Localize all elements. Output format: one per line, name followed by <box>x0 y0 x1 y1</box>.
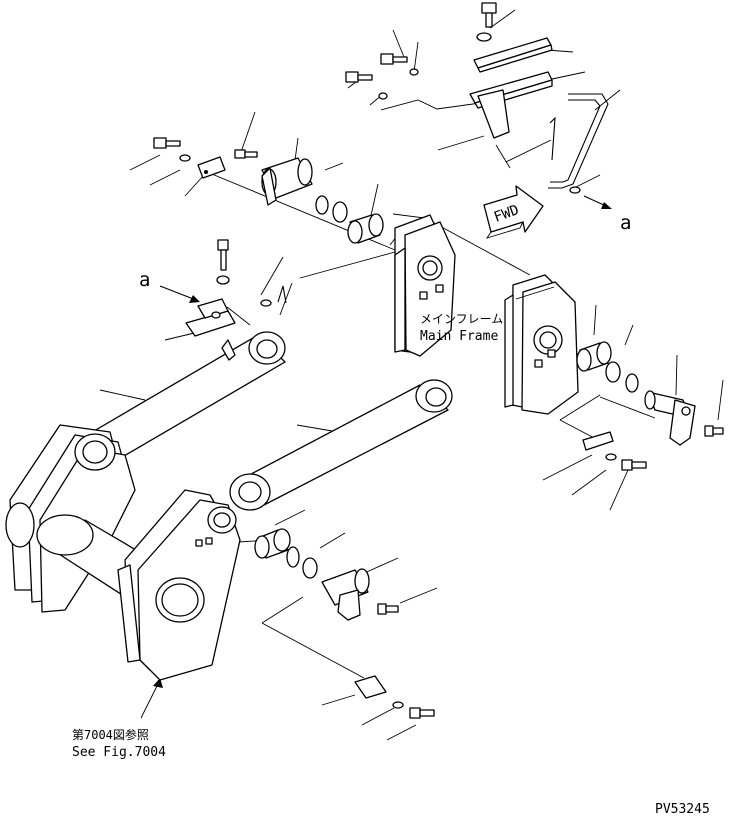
shim-icon <box>315 195 329 215</box>
bolt-icon <box>217 239 229 271</box>
upper-link-arm <box>81 331 286 464</box>
detail-arrow-label-right: a <box>620 212 632 234</box>
bolt-icon <box>380 53 408 65</box>
lower-pin-group <box>254 528 435 719</box>
washer-icon <box>476 32 492 42</box>
main-frame-label-en: Main Frame <box>420 329 499 344</box>
figure-reference-en: See Fig.7004 <box>72 745 166 760</box>
right-pin-group <box>576 341 724 471</box>
pin <box>261 157 313 206</box>
bolt-icon <box>409 707 435 719</box>
figure-code: PV53245 <box>655 802 710 817</box>
bolt-icon <box>345 71 373 83</box>
fwd-arrow <box>483 185 544 239</box>
washer-icon <box>179 154 191 162</box>
washer-icon <box>605 453 617 461</box>
grease-fitting-icon <box>704 425 724 437</box>
washer-icon <box>392 701 404 709</box>
left-pin-group <box>153 137 384 244</box>
shim-icon <box>605 361 621 383</box>
shim-icon <box>286 546 300 568</box>
main-frame-label-jp: メインフレーム <box>420 312 504 326</box>
lower-link-arm <box>229 379 453 511</box>
shim-icon <box>332 201 348 223</box>
detail-arrow-label-left: a <box>139 269 151 291</box>
bolt-icon <box>621 459 647 471</box>
figure-reference-jp: 第7004図参照 <box>72 728 149 742</box>
main-frame <box>394 214 579 415</box>
top-bracket-assembly <box>345 2 612 209</box>
bolt-icon <box>153 137 181 149</box>
lock-assembly <box>159 239 287 337</box>
bolt-icon <box>481 2 497 28</box>
grease-fitting-icon <box>234 149 258 159</box>
grease-fitting-icon <box>377 603 399 615</box>
lock-plate <box>197 156 226 179</box>
washer-icon <box>216 275 230 285</box>
shim-icon <box>302 557 318 579</box>
washer-icon <box>409 68 419 76</box>
lock-plate <box>582 431 614 451</box>
shim-icon <box>625 373 639 393</box>
washer-icon <box>378 92 388 100</box>
carrier-frame <box>5 424 241 681</box>
